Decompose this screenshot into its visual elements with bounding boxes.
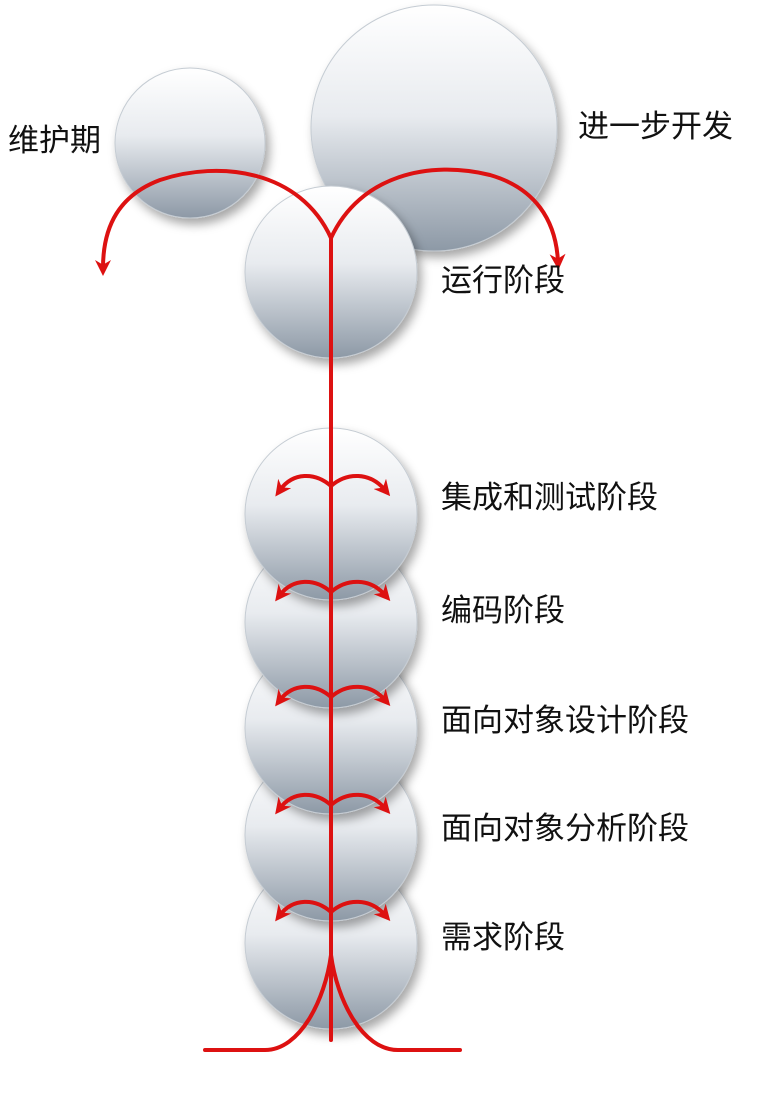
iteration-arrows-analysis-right (329, 792, 391, 814)
label-integration-test: 集成和测试阶段 (441, 480, 658, 516)
label-oo-design: 面向对象设计阶段 (441, 703, 689, 739)
flow-base-left (203, 953, 333, 1052)
iteration-arrows-analysis-left (275, 792, 333, 815)
iteration-arrows-coding-left (275, 579, 333, 602)
flow-branch-left-arrow (95, 168, 333, 276)
label-further-development: 进一步开发 (578, 109, 733, 145)
label-coding: 编码阶段 (441, 593, 565, 629)
iteration-arrows-design-left (275, 684, 333, 707)
bubble-maintenance (114, 67, 266, 219)
iteration-arrows-requirements-right (329, 899, 391, 921)
iteration-arrows-integration-right (329, 473, 391, 497)
label-requirements: 需求阶段 (441, 920, 565, 956)
iteration-arrows-integration-left (275, 473, 333, 497)
flow-branch-right-arrow (329, 167, 566, 270)
label-maintenance: 维护期 (8, 123, 101, 159)
iteration-arrows-requirements-left (275, 899, 333, 922)
flow-base-right (329, 953, 462, 1052)
iteration-arrows-design-right (329, 684, 391, 706)
iteration-arrows-coding-right (329, 579, 391, 601)
label-oo-analysis: 面向对象分析阶段 (441, 811, 689, 847)
label-operation: 运行阶段 (441, 263, 565, 299)
